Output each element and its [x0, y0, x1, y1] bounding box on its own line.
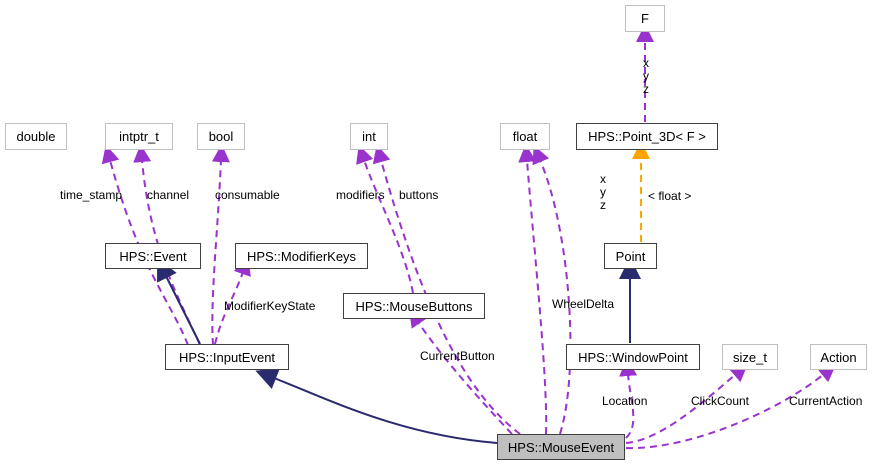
edge-inputevent-double: [101, 144, 189, 346]
node-input-event[interactable]: HPS::InputEvent: [165, 344, 289, 370]
node-event[interactable]: HPS::Event: [105, 243, 201, 269]
usage-edges: [101, 24, 837, 450]
edge-label-click-count: ClickCount: [691, 394, 750, 408]
member-z: z: [600, 198, 606, 212]
node-modifier-keys[interactable]: HPS::ModifierKeys: [235, 243, 368, 269]
edge-inputevent-event: [157, 258, 201, 345]
edge-label-location: Location: [602, 394, 648, 408]
node-float[interactable]: float: [500, 123, 550, 150]
inheritance-edges: [157, 257, 641, 444]
edge-inputevent-modifierkeys: [214, 256, 251, 345]
node-point[interactable]: Point: [604, 243, 657, 269]
node-bool[interactable]: bool: [197, 123, 245, 150]
edge-inputevent-bool: [211, 144, 230, 346]
edge-label-channel: channel: [147, 188, 190, 202]
node-F[interactable]: F: [625, 5, 665, 32]
edge-label-float-template: < float >: [648, 189, 692, 203]
edge-label-modifier-key-state: ModifierKeyState: [224, 299, 316, 313]
member-y: y: [643, 69, 649, 83]
edge-mouseevent-mousebuttons: [408, 308, 513, 435]
edge-label-buttons: buttons: [399, 188, 439, 202]
edge-label-wheel-delta: WheelDelta: [552, 297, 615, 311]
node-point-3d[interactable]: HPS::Point_3D< F >: [576, 123, 718, 150]
edge-mouseevent-inputevent: [255, 368, 498, 444]
edge-label-current-action: CurrentAction: [789, 394, 863, 408]
edge-modifierkeys-int: [356, 144, 414, 294]
member-y: y: [600, 185, 606, 199]
member-x: x: [643, 56, 649, 70]
edge-label-modifiers: modifiers: [336, 188, 385, 202]
node-int[interactable]: int: [350, 123, 388, 150]
edge-mouseevent-action: [625, 363, 837, 450]
member-x: x: [600, 172, 606, 186]
edge-mouseevent-windowpoint: [619, 358, 638, 439]
node-mouse-buttons[interactable]: HPS::MouseButtons: [343, 293, 485, 319]
edge-mouseevent-float-xyz: [532, 145, 572, 435]
member-stack-point-xyz: x y z: [600, 173, 606, 212]
edge-mouseevent-size_t: [625, 363, 749, 444]
node-mouse-event[interactable]: HPS::MouseEvent: [497, 434, 625, 460]
node-intptr_t[interactable]: intptr_t: [105, 123, 173, 150]
node-double[interactable]: double: [5, 123, 67, 150]
edge-mouseevent-float-wheeldelta: [518, 144, 548, 435]
edge-label-current-button: CurrentButton: [420, 349, 495, 363]
edge-label-consumable: consumable: [215, 188, 280, 202]
node-window-point[interactable]: HPS::WindowPoint: [566, 344, 700, 370]
member-stack-f-xyz: x y z: [643, 57, 649, 96]
edge-label-time-stamp: time_stamp: [60, 188, 123, 202]
node-size_t[interactable]: size_t: [722, 344, 778, 370]
edge-mouseevent-int-buttons: [372, 144, 521, 435]
member-z: z: [643, 82, 649, 96]
node-action[interactable]: Action: [810, 344, 867, 370]
